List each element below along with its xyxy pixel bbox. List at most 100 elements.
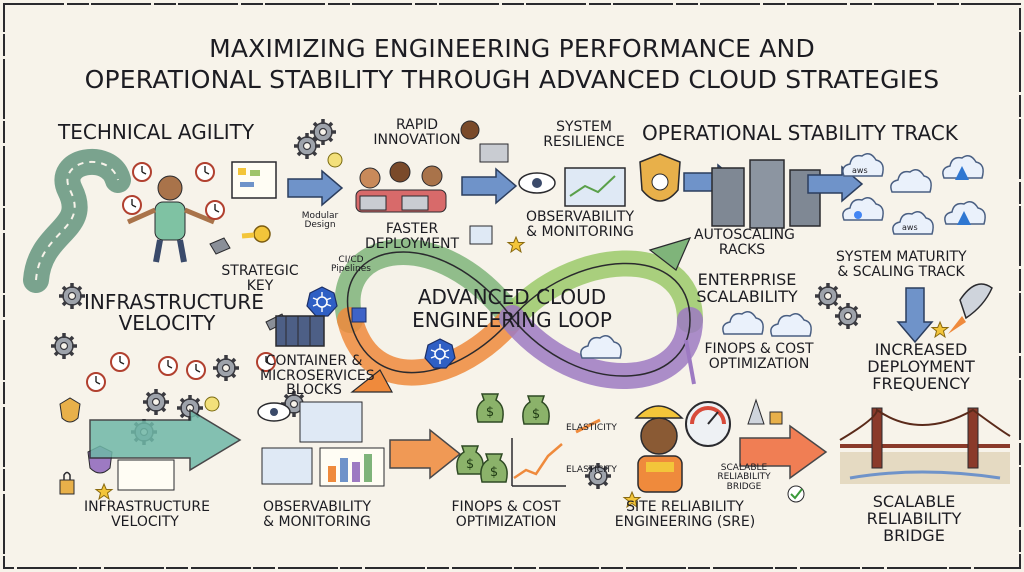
finops-bottom-line-1: FINOPS & COST <box>451 499 561 515</box>
key-line: KEY <box>246 277 274 294</box>
whiteboard-icon <box>231 161 277 199</box>
clock-icon <box>186 360 206 380</box>
azure-icon <box>957 211 971 225</box>
scalable-small-line-3: BRIDGE <box>726 481 762 492</box>
rocket-icon <box>948 283 993 334</box>
chart-icon <box>319 447 385 487</box>
label-enterprise-scalability: ENTERPRISE SCALABILITY <box>686 270 808 306</box>
cloud-icon <box>770 313 812 337</box>
money-bag-icon <box>456 445 484 475</box>
label-scalable-reliability-bridge: SCALABLE RELIABILITY BRIDGE <box>858 492 970 544</box>
center-line-2: ENGINEERING LOOP <box>412 308 612 332</box>
azure-icon <box>955 166 969 180</box>
innovation-line: INNOVATION <box>373 131 461 148</box>
person-icon <box>126 175 215 263</box>
increased-line-2: DEPLOYMENT <box>867 356 975 376</box>
lightbulb-icon <box>204 396 220 412</box>
dashboard-icon <box>261 447 313 485</box>
autoscaling-line: AUTOSCALING <box>694 227 795 243</box>
label-system-resilience: SYSTEM RESILIENCE <box>534 120 634 149</box>
finops-bottom-line-2: OPTIMIZATION <box>455 513 557 530</box>
design-line: Design <box>304 220 336 231</box>
eye-icon <box>518 172 556 194</box>
cloud-icon <box>890 169 932 193</box>
label-infrastructure-velocity-mid: INFRASTRUCTURE VELOCITY <box>84 292 264 335</box>
scalable-small-line-1: SCALABLE <box>720 463 768 473</box>
sketch-border <box>3 3 1021 569</box>
flow-arrow <box>684 339 696 385</box>
infra-mid-line-2: VELOCITY <box>118 311 216 335</box>
strategic-line: STRATEGIC <box>221 263 299 279</box>
dashboard-icon <box>117 459 175 491</box>
container-line-3: BLOCKS <box>286 382 342 399</box>
container-icon <box>275 315 325 347</box>
label-observability-bottom: OBSERVABILITY & MONITORING <box>252 500 382 529</box>
clock-icon <box>158 356 178 376</box>
clock-icon <box>86 372 106 392</box>
money-bag-icon <box>476 393 504 423</box>
flow-arrow <box>287 170 343 206</box>
scalable-bridge-line-1: SCALABLE <box>872 492 956 511</box>
sre-line-2: ENGINEERING (SRE) <box>614 513 756 530</box>
star-icon <box>931 321 949 338</box>
lock-icon <box>59 479 75 495</box>
server-rack-icon <box>711 159 821 229</box>
gear-icon <box>49 331 79 361</box>
lock-icon <box>769 411 783 425</box>
label-elasticity-1: ELASTICITY <box>566 423 617 433</box>
container-line-1: CONTAINER & <box>265 353 363 369</box>
aws-badge: aws <box>902 223 918 232</box>
enterprise-line: ENTERPRISE <box>697 270 797 289</box>
rapid-line: RAPID <box>395 117 439 133</box>
title-line-1: MAXIMIZING ENGINEERING PERFORMANCE AND <box>209 34 815 63</box>
gear-icon <box>813 281 843 311</box>
system-line: SYSTEM <box>556 119 612 135</box>
label-cicd-pipelines: CI/CD Pipelines <box>326 255 376 275</box>
cicd-line: CI/CD <box>338 255 364 265</box>
clock-icon <box>205 200 225 220</box>
label-elasticity-2: ELASTICITY <box>566 465 617 475</box>
label-technical-agility: TECHNICAL AGILITY <box>58 120 255 144</box>
aws-badge: aws <box>852 166 868 175</box>
clock-icon <box>110 352 130 372</box>
lightbulb-icon <box>327 152 343 168</box>
label-infrastructure-velocity-bottom: INFRASTRUCTURE VELOCITY <box>84 499 210 530</box>
infra-bottom-line-1: INFRASTRUCTURE <box>84 499 210 515</box>
system-maturity-line-2: & SCALING TRACK <box>837 263 965 280</box>
label-strategic-key: STRATEGIC KEY <box>220 264 300 293</box>
increased-line-1: INCREASED <box>874 340 968 359</box>
faster-line: FASTER <box>385 221 439 237</box>
eye-icon <box>257 402 291 422</box>
label-sre: SITE RELIABILITY ENGINEERING (SRE) <box>604 500 766 529</box>
scalable-bridge-line-2: RELIABILITY <box>866 508 962 528</box>
label-rapid-innovation: RAPID INNOVATION <box>372 118 462 147</box>
kubernetes-icon <box>306 286 338 317</box>
label-finops-right: FINOPS & COST OPTIMIZATION <box>698 342 820 371</box>
resilience-line: RESILIENCE <box>543 133 625 150</box>
deployment-line: DEPLOYMENT <box>364 235 460 252</box>
observability-bottom-line-2: & MONITORING <box>263 513 371 530</box>
page-title: MAXIMIZING ENGINEERING PERFORMANCE AND O… <box>40 34 984 95</box>
gear-icon <box>141 387 171 417</box>
money-bag-icon <box>480 453 508 483</box>
label-operational-stability-track: OPERATIONAL STABILITY TRACK <box>642 121 958 145</box>
dashboard-icon <box>299 401 363 443</box>
key-icon <box>241 225 271 243</box>
dashboard-icon <box>564 167 626 207</box>
title-line-2: OPERATIONAL STABILITY THROUGH ADVANCED C… <box>84 64 940 94</box>
google-cloud-icon <box>854 211 862 219</box>
flow-arrow <box>739 424 828 480</box>
chart-icon <box>511 438 566 487</box>
shield-icon <box>639 153 681 202</box>
label-finops-bottom: FINOPS & COST OPTIMIZATION <box>446 500 566 529</box>
system-maturity-line-1: SYSTEM MATURITY <box>836 249 967 265</box>
gauge-icon <box>685 401 731 447</box>
money-bag-icon <box>522 395 550 425</box>
winding-road-icon <box>23 149 131 293</box>
flow-arrow <box>89 408 242 472</box>
infra-bottom-line-2: VELOCITY <box>111 513 179 530</box>
label-faster-deployment: FASTER DEPLOYMENT <box>360 222 464 251</box>
label-observability-top: OBSERVABILITY & MONITORING <box>524 210 636 239</box>
clock-icon <box>132 162 152 182</box>
